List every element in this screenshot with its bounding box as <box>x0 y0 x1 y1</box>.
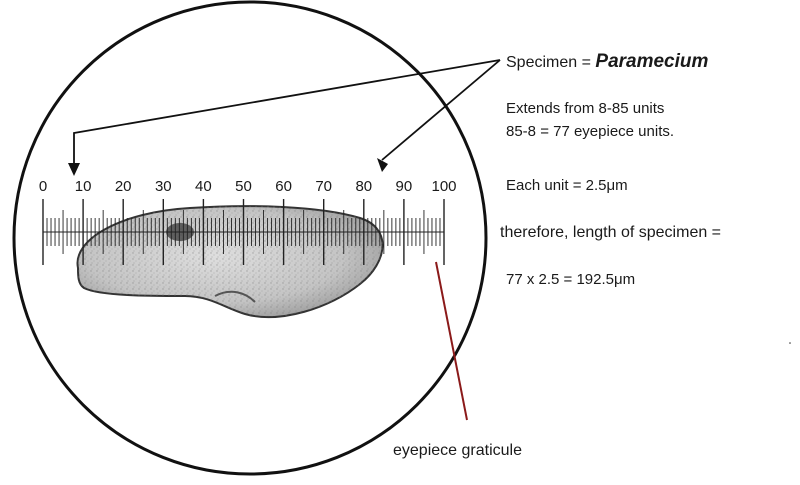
arrow-head-end <box>377 158 388 172</box>
scale-tick-label: 10 <box>75 178 92 195</box>
eyepiece-graticule-scale: 0 10 20 30 40 50 60 70 80 90 100 <box>39 178 457 265</box>
arrow-to-end-mark <box>381 59 501 161</box>
unit-size-text: Each unit = 2.5μm <box>506 177 628 194</box>
scale-tick-label: 90 <box>396 178 413 195</box>
scale-tick-label: 60 <box>275 178 292 195</box>
scale-tick-label: 80 <box>355 178 372 195</box>
scale-tick-label: 50 <box>235 178 252 195</box>
specimen-pointer-arrows <box>68 59 501 176</box>
scale-tick-label: 0 <box>39 178 47 195</box>
scale-tick-label: 40 <box>195 178 212 195</box>
specimen-label: Specimen = Paramecium <box>506 51 708 74</box>
stray-mark <box>789 342 791 344</box>
arrow-head-start <box>68 163 80 176</box>
scale-tick-label: 20 <box>115 178 132 195</box>
graticule-pointer-line <box>435 261 468 421</box>
therefore-text: therefore, length of specimen = <box>500 224 722 241</box>
result-text: 77 x 2.5 = 192.5μm <box>506 271 636 288</box>
arrow-to-start-mark <box>73 59 501 165</box>
specimen-label-prefix: Specimen = <box>506 54 591 71</box>
specimen-name: Paramecium <box>595 51 709 72</box>
scale-tick-label: 100 <box>431 178 456 195</box>
graticule-label: eyepiece graticule <box>393 442 522 459</box>
extends-text: Extends from 8-85 units <box>506 100 665 117</box>
scale-tick-label: 30 <box>155 178 172 195</box>
calculation-text: 85-8 = 77 eyepiece units. <box>506 123 675 140</box>
paramecium-specimen <box>76 205 384 318</box>
scale-tick-label: 70 <box>315 178 332 195</box>
